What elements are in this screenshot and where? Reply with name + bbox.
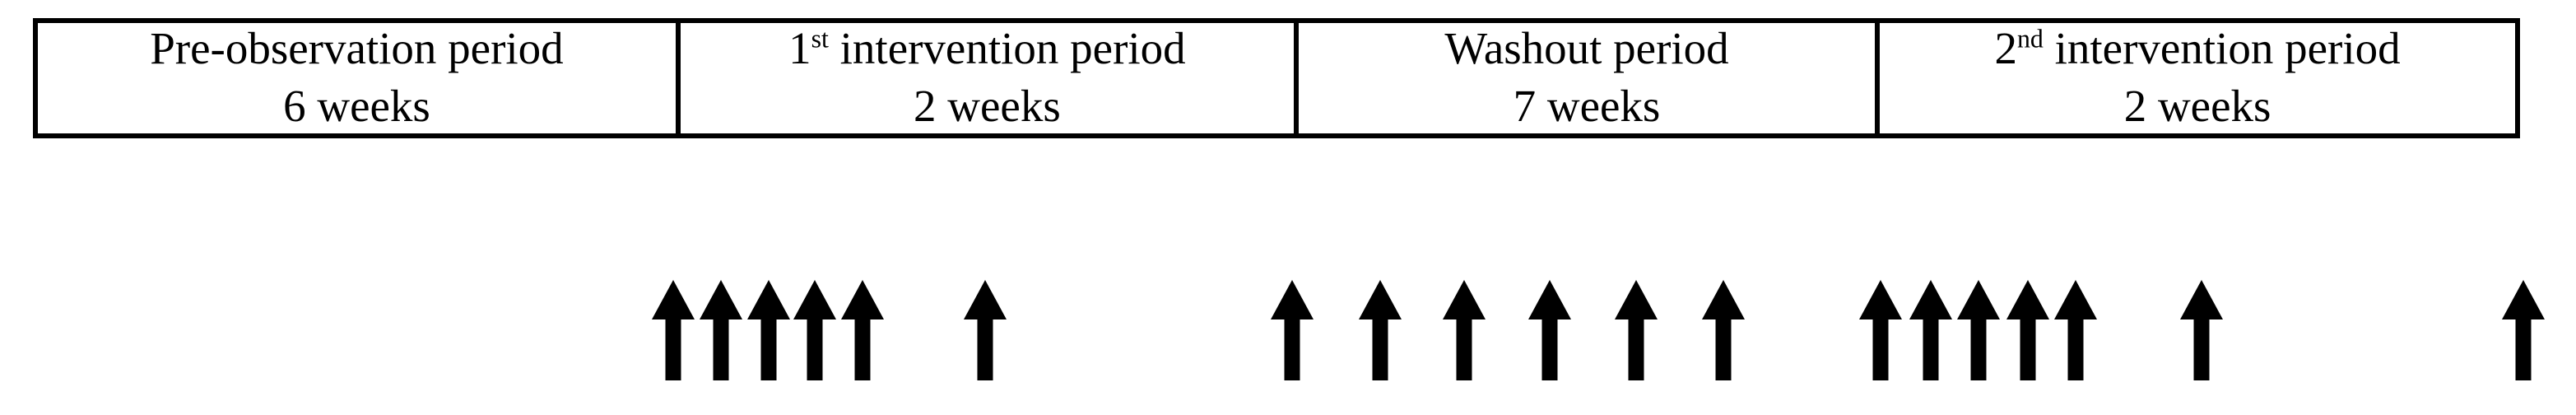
period-duration: 2 weeks — [2123, 81, 2271, 131]
period-title-ordinal: 1 — [788, 23, 811, 73]
period-title-text: Washout period — [1444, 23, 1729, 73]
measurement-arrow-icon — [2502, 280, 2545, 380]
period-duration: 7 weeks — [1513, 81, 1661, 131]
period-title-text: intervention period — [828, 23, 1186, 73]
period-title: 2nd intervention period — [1994, 21, 2400, 76]
measurement-arrow-icon — [1443, 280, 1486, 380]
measurement-arrow-icon — [964, 280, 1007, 380]
measurement-arrow-icon — [1909, 280, 1952, 380]
measurement-arrow-icon — [1702, 280, 1745, 380]
period-cell-second-intervention: 2nd intervention period 2 weeks — [1875, 23, 2515, 133]
measurement-arrow-icon — [652, 280, 695, 380]
measurement-arrow-icon — [1615, 280, 1658, 380]
measurement-arrow-icon — [2180, 280, 2223, 380]
measurement-arrow-icon — [793, 280, 836, 380]
period-title-text: Pre-observation period — [150, 23, 564, 73]
measurement-arrow-icon — [1271, 280, 1314, 380]
period-title-ordinal-suffix: st — [811, 24, 829, 54]
period-title-ordinal-suffix: nd — [2016, 24, 2044, 54]
measurement-arrow-icon — [2006, 280, 2049, 380]
measurement-arrow-icon — [1359, 280, 1402, 380]
measurement-arrow-icon — [700, 280, 742, 380]
period-band: Pre-observation period 6 weeks 1st inter… — [33, 18, 2520, 138]
measurement-arrow-icon — [841, 280, 884, 380]
period-title-text: intervention period — [2043, 23, 2401, 73]
period-title: Pre-observation period — [150, 21, 564, 76]
measurement-arrow-icon — [1528, 280, 1571, 380]
period-cell-pre-observation: Pre-observation period 6 weeks — [38, 23, 676, 133]
period-duration: 6 weeks — [283, 81, 430, 131]
period-title: 1st intervention period — [788, 21, 1186, 76]
period-title: Washout period — [1444, 21, 1728, 76]
measurement-arrow-icon — [1957, 280, 2000, 380]
period-cell-first-intervention: 1st intervention period 2 weeks — [675, 21, 1294, 133]
measurement-arrow-icon — [1859, 280, 1902, 380]
measurement-arrow-icon — [2054, 280, 2097, 380]
measurement-arrow-icon — [747, 280, 790, 380]
period-cell-washout: Washout period 7 weeks — [1293, 21, 1875, 133]
period-title-ordinal: 2 — [1994, 23, 2017, 73]
period-duration: 2 weeks — [914, 81, 1061, 131]
